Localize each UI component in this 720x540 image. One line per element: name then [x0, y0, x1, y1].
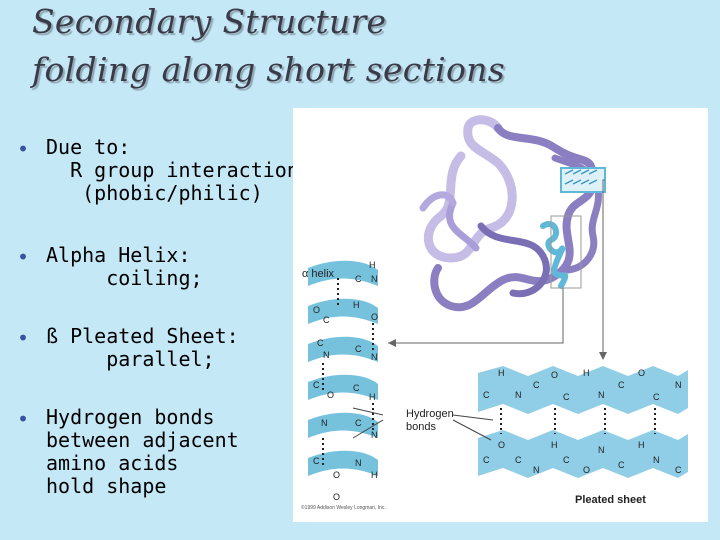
helix-hbonds: [322, 278, 374, 468]
svg-text:N: N: [355, 458, 362, 468]
svg-text:C: C: [483, 390, 490, 400]
svg-text:C: C: [313, 456, 320, 466]
svg-text:N: N: [598, 445, 605, 455]
slide-title-line-2: folding along short sections: [32, 50, 505, 89]
svg-text:N: N: [533, 465, 540, 475]
svg-text:C: C: [515, 455, 522, 465]
bullet-line: R group interactions: [46, 158, 311, 182]
arrow-to-helix: [388, 339, 396, 347]
bullet-pleated-sheet: ß Pleated Sheet: parallel;: [46, 325, 239, 371]
svg-text:O: O: [333, 470, 340, 480]
svg-text:N: N: [371, 274, 378, 284]
svg-text:C: C: [483, 455, 490, 465]
alpha-helix-label: α helix: [302, 268, 335, 280]
svg-text:C: C: [313, 380, 320, 390]
hydrogen-bond-pointers: [352, 407, 494, 441]
sheet-connector: [602, 179, 605, 353]
svg-text:N: N: [371, 352, 378, 362]
svg-text:H: H: [498, 368, 505, 378]
bullet-line: hold shape: [46, 474, 167, 498]
bullet-line: ß Pleated Sheet:: [46, 324, 239, 348]
bullet-line: Hydrogen bonds: [46, 405, 215, 429]
bullet-line: amino acids: [46, 451, 179, 475]
helix-connector: [388, 323, 564, 344]
svg-text:N: N: [321, 418, 328, 428]
pleated-sheet: [478, 366, 688, 478]
sheet-hbonds: [500, 408, 656, 434]
svg-text:O: O: [327, 390, 334, 400]
svg-text:C: C: [355, 274, 362, 284]
bullet-marker: •: [17, 137, 30, 161]
bullet-line: between adjacent: [46, 428, 239, 452]
svg-text:C: C: [355, 344, 362, 354]
bullet-marker: •: [17, 245, 30, 269]
svg-text:C: C: [675, 465, 682, 475]
svg-text:O: O: [551, 370, 558, 380]
svg-text:C: C: [618, 380, 625, 390]
svg-text:C: C: [653, 392, 660, 402]
svg-text:O: O: [638, 368, 645, 378]
svg-text:O: O: [371, 312, 378, 322]
ribbon-helix-small: [540, 221, 569, 289]
credit-text: ©1999 Addison Wesley Longman, Inc.: [301, 505, 386, 511]
svg-text:H: H: [551, 440, 558, 450]
helix-highlight-box: [550, 215, 582, 289]
svg-text:C: C: [563, 392, 570, 402]
svg-text:C: C: [323, 315, 330, 325]
bullet-marker: •: [17, 407, 30, 431]
protein-ribbon: [419, 115, 602, 312]
bullet-due-to: Due to: R group interactions (phobic/phi…: [46, 136, 311, 205]
svg-text:O: O: [583, 465, 590, 475]
bullet-line: Due to:: [46, 135, 131, 159]
bonds-label: bonds: [406, 421, 436, 433]
svg-text:C: C: [563, 455, 570, 465]
arrow-to-sheet: [599, 352, 607, 360]
svg-text:C: C: [353, 383, 360, 393]
svg-text:O: O: [333, 492, 340, 502]
svg-text:N: N: [323, 350, 330, 360]
svg-text:N: N: [598, 390, 605, 400]
svg-text:N: N: [371, 430, 378, 440]
svg-text:O: O: [498, 440, 505, 450]
svg-text:H: H: [369, 392, 376, 402]
hydrogen-label: Hydrogen: [406, 408, 454, 420]
bullet-marker: •: [17, 326, 30, 350]
slide-title-line-1: Secondary Structure: [32, 2, 387, 41]
bullet-alpha-helix: Alpha Helix: coiling;: [46, 244, 203, 290]
svg-text:H: H: [638, 440, 645, 450]
ribbon-sheet-box: [560, 167, 606, 193]
bullet-line: Alpha Helix:: [46, 243, 191, 267]
svg-text:C: C: [533, 380, 540, 390]
svg-text:N: N: [515, 390, 522, 400]
svg-text:C: C: [355, 418, 362, 428]
pleated-sheet-label: Pleated sheet: [575, 494, 646, 506]
svg-text:C: C: [618, 460, 625, 470]
bullet-line: parallel;: [46, 347, 215, 371]
bullet-line: (phobic/philic): [46, 181, 263, 205]
bullet-line: coiling;: [46, 266, 203, 290]
svg-text:H: H: [583, 368, 590, 378]
svg-text:N: N: [653, 455, 660, 465]
svg-text:H: H: [353, 300, 360, 310]
svg-text:O: O: [313, 305, 320, 315]
bullet-hydrogen-bonds: Hydrogen bonds between adjacent amino ac…: [46, 406, 239, 498]
svg-text:N: N: [675, 380, 682, 390]
alpha-helix: [308, 260, 378, 476]
svg-text:C: C: [317, 338, 324, 348]
svg-text:H: H: [369, 260, 376, 270]
svg-text:H: H: [371, 470, 378, 480]
